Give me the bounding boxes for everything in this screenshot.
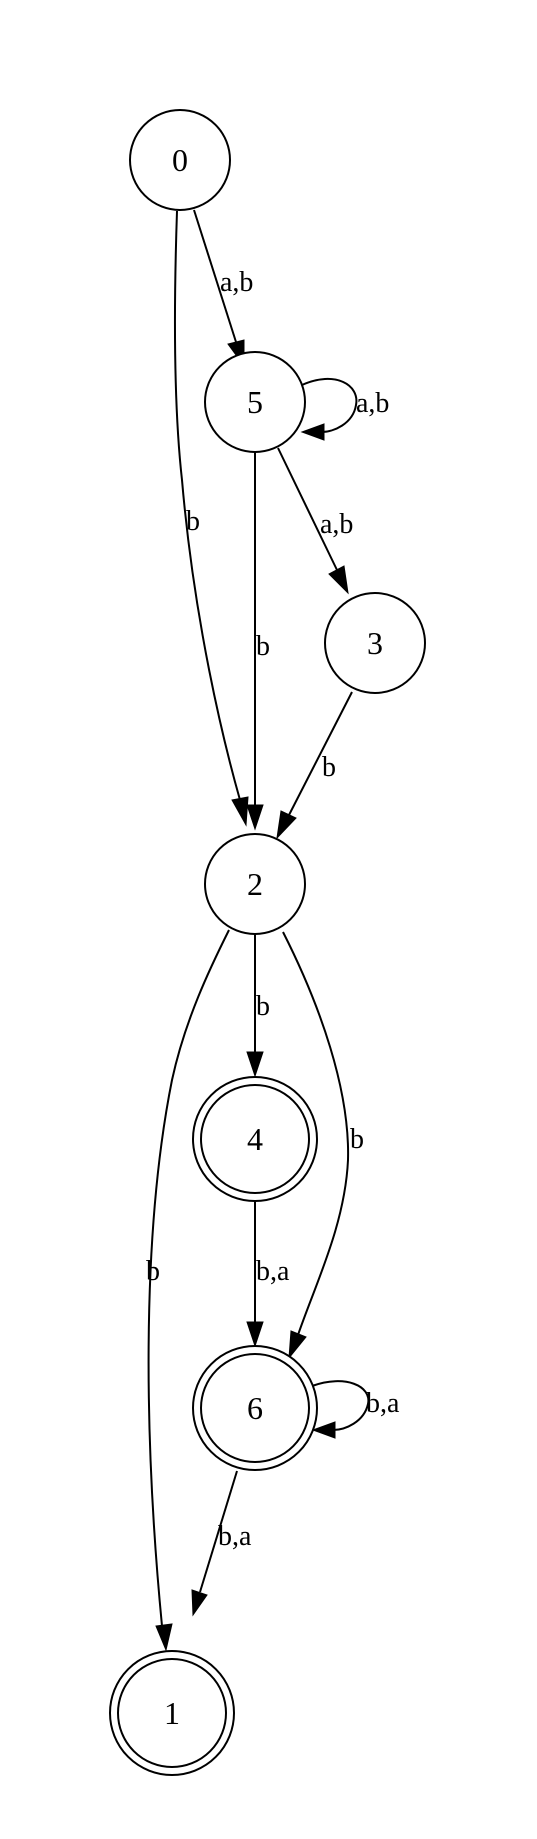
transition-0-to-5: a,b	[193, 209, 253, 368]
state-circle	[129, 109, 231, 211]
edge-label: b	[256, 631, 270, 662]
edge-line	[282, 931, 350, 1336]
state-3: 3	[324, 592, 426, 694]
state-2: 2	[204, 833, 306, 935]
state-4: 4	[192, 1076, 318, 1202]
edge-label: b,a	[256, 1256, 290, 1287]
state-label: 3	[367, 625, 383, 661]
edge-label: a,b	[356, 388, 389, 419]
state-0: 0	[129, 109, 231, 211]
arrowhead	[246, 804, 264, 831]
state-circle	[200, 1353, 310, 1463]
state-5: 5	[204, 351, 306, 453]
state-circle	[324, 592, 426, 694]
edge-line	[147, 929, 230, 1627]
edge-label: b	[146, 1256, 160, 1287]
arrowhead	[246, 1321, 264, 1348]
state-label: 4	[247, 1121, 263, 1157]
transition-5-to-3: a,b	[277, 447, 353, 595]
state-label: 6	[247, 1390, 263, 1426]
arrowhead	[231, 796, 249, 827]
state-6: 6	[192, 1345, 318, 1471]
edge-line	[199, 1470, 238, 1593]
state-circle	[200, 1084, 310, 1194]
transition-5-to-2: b	[246, 452, 270, 831]
edge-label: b	[322, 752, 336, 783]
state-circle	[204, 833, 306, 935]
arrowhead	[155, 1623, 173, 1652]
transition-2-to-6: b	[282, 931, 364, 1360]
transition-3-to-2: b	[276, 691, 353, 840]
arrowhead	[328, 565, 349, 595]
transition-0-to-2: b	[173, 210, 249, 827]
edge-label: b	[256, 991, 270, 1022]
transition-6-to-1: b,a	[191, 1470, 252, 1617]
edge-label: b,a	[218, 1521, 252, 1552]
arrowhead	[300, 423, 325, 441]
edge-label: b,a	[366, 1388, 400, 1419]
state-circle	[117, 1658, 227, 1768]
transition-2-to-1: b	[146, 929, 230, 1652]
state-label: 2	[247, 866, 263, 902]
state-label: 5	[247, 384, 263, 420]
edge-label: a,b	[320, 509, 353, 540]
edge-line	[173, 210, 241, 801]
state-label: 0	[172, 142, 188, 178]
state-1: 1	[109, 1650, 235, 1776]
transition-2-to-4: b	[246, 934, 270, 1078]
edge-label: b	[350, 1124, 364, 1155]
edge-line	[311, 1380, 370, 1431]
arrowhead	[191, 1589, 208, 1617]
edge-line	[277, 447, 338, 571]
edge-line	[288, 691, 353, 816]
edge-line	[301, 377, 358, 433]
transitions: a,b b a,b a,b b b	[146, 209, 400, 1652]
transition-4-to-6: b,a	[246, 1201, 290, 1348]
state-circle	[204, 351, 306, 453]
edge-line	[193, 209, 237, 343]
states: 0 5 3 2 4 6 1	[109, 109, 426, 1776]
arrowhead	[288, 1330, 307, 1360]
edge-label: a,b	[220, 267, 253, 298]
arrowhead	[311, 1421, 336, 1439]
transition-6-to-6: b,a	[311, 1380, 400, 1439]
edge-label: b	[186, 506, 200, 537]
state-label: 1	[164, 1695, 180, 1731]
transition-5-to-5: a,b	[300, 377, 389, 441]
arrowhead	[246, 1051, 264, 1078]
arrowhead	[276, 810, 297, 840]
